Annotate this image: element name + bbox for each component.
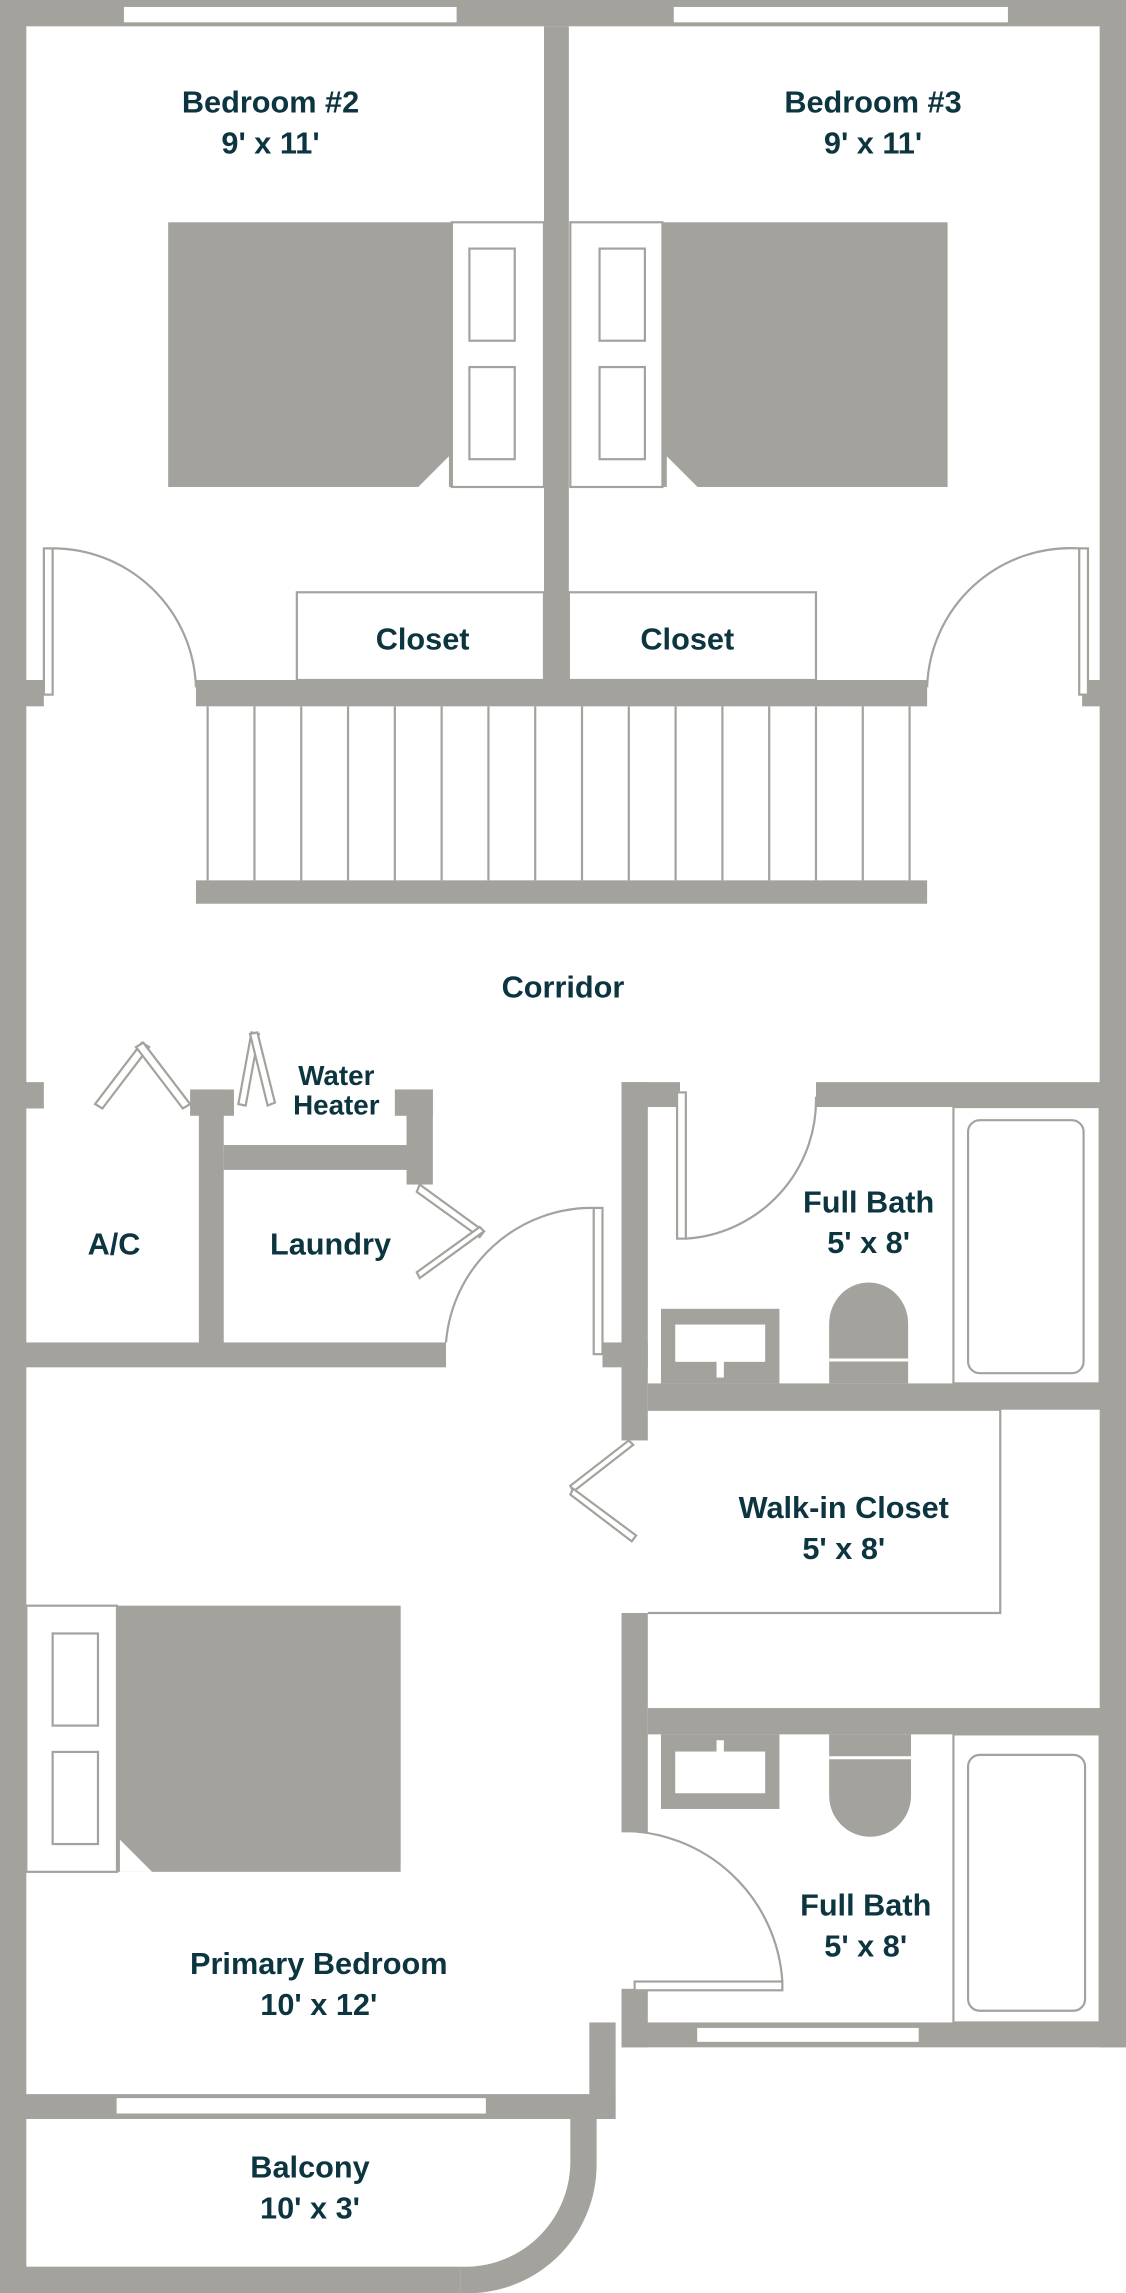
walk-in-closet-outline <box>647 1408 1002 1615</box>
bedroom2-label: Bedroom #2 <box>182 85 359 120</box>
bedroom2-size: 9' x 11' <box>221 126 319 161</box>
laundry-label: Laundry <box>270 1227 391 1262</box>
closet-right-outline <box>567 591 818 682</box>
windows <box>114 4 1011 2116</box>
bed-primary <box>25 1604 401 1873</box>
full-bath-upper-label: Full Bath <box>803 1184 934 1219</box>
walk-in-closet-label: Walk-in Closet <box>739 1490 949 1525</box>
full-bath-lower-size: 5' x 8' <box>824 1929 907 1964</box>
primary-bedroom-label: Primary Bedroom <box>190 1946 448 1981</box>
closet-left-outline <box>295 591 546 682</box>
water-heater-label-2: Heater <box>293 1089 380 1120</box>
bedroom3-size: 9' x 11' <box>824 126 922 161</box>
closet-right-label: Closet <box>640 621 734 656</box>
bed-bedroom2 <box>168 221 546 489</box>
bed-bedroom3 <box>569 221 948 489</box>
doors <box>42 547 1090 1992</box>
staircase <box>206 706 911 881</box>
bedroom3-label: Bedroom #3 <box>784 85 961 120</box>
corridor-label: Corridor <box>502 969 625 1004</box>
full-bath-upper-size: 5' x 8' <box>827 1225 910 1260</box>
full-bath-lower-label: Full Bath <box>800 1888 931 1923</box>
closet-left-label: Closet <box>376 621 470 656</box>
bath-upper-fixtures <box>660 1105 1101 1385</box>
ac-label: A/C <box>88 1227 141 1262</box>
bath-lower-fixtures <box>660 1733 1101 2024</box>
primary-bedroom-size: 10' x 12' <box>260 1987 377 2022</box>
balcony-label: Balcony <box>250 2149 369 2184</box>
balcony-size: 10' x 3' <box>260 2190 360 2225</box>
water-heater-label-1: Water <box>298 1060 374 1091</box>
walk-in-closet-size: 5' x 8' <box>802 1531 885 1566</box>
